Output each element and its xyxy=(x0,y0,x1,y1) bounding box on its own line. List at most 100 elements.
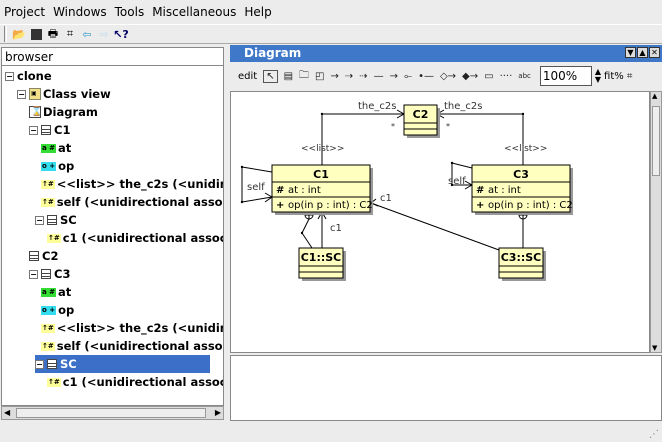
rel-icon: ↑# xyxy=(47,233,61,243)
tree-item[interactable]: −SC xyxy=(35,355,210,373)
minimize-button[interactable]: ▼ xyxy=(625,47,636,58)
edit-button[interactable]: edit xyxy=(238,70,258,82)
tree-item[interactable]: ↑#<<list>> the_c2s (<unidirectional asso… xyxy=(41,175,223,193)
collapse-icon[interactable]: − xyxy=(5,71,14,81)
directional-association-tool-icon[interactable]: → xyxy=(389,70,399,82)
maximize-button[interactable]: ▲ xyxy=(637,47,648,58)
composition-tool-icon[interactable]: •— xyxy=(418,70,434,82)
association-tool-icon[interactable]: — xyxy=(373,70,384,82)
directional-composition-tool-icon[interactable]: ◆→ xyxy=(462,70,479,82)
attribute[interactable]: at : int xyxy=(288,185,321,196)
collapse-icon[interactable]: − xyxy=(35,359,44,369)
tree-item[interactable]: o +op xyxy=(41,157,74,175)
collapse-icon[interactable]: − xyxy=(17,89,26,99)
self-assoc-c3[interactable] xyxy=(451,162,473,186)
self-assoc-c1[interactable] xyxy=(241,166,273,203)
tree-item-label: C3 xyxy=(54,267,71,281)
tree-item-label: at xyxy=(58,141,72,155)
close-button[interactable]: ✕ xyxy=(649,47,660,58)
back-icon[interactable]: ⇦ xyxy=(82,27,92,41)
role-the-c2s-c3[interactable]: the_c2s xyxy=(444,101,482,112)
tree-item[interactable]: −C1 xyxy=(29,121,70,139)
tree-item[interactable]: o +op xyxy=(41,301,74,319)
realization-tool-icon[interactable]: ⇢ xyxy=(344,70,354,82)
menu-miscellaneous[interactable]: Miscellaneous xyxy=(152,5,237,19)
collapse-icon[interactable]: − xyxy=(35,215,44,225)
operation[interactable]: op(in p : int) : C2 xyxy=(288,200,373,211)
tree-item[interactable]: ↑#c1 (<unidirectional association>) xyxy=(47,373,223,391)
op-icon: o + xyxy=(41,161,57,171)
tree-item[interactable]: ⌛Diagram xyxy=(29,103,98,121)
zoom-stepper[interactable]: ▲▼ xyxy=(594,67,602,84)
multiplicity-c1[interactable]: * xyxy=(391,122,395,131)
attr-visibility: # xyxy=(476,185,484,196)
attribute[interactable]: at : int xyxy=(488,185,521,196)
class-c2[interactable] xyxy=(403,104,438,136)
dependency-tool-icon[interactable]: ⇢ xyxy=(359,70,368,82)
forward-icon[interactable]: ⇨ xyxy=(99,27,109,41)
select-tool-icon[interactable]: ↖ xyxy=(263,69,278,83)
comment-area[interactable] xyxy=(230,355,662,421)
print-icon[interactable]: 🖶 xyxy=(47,26,59,40)
op-visibility: + xyxy=(276,200,284,211)
tree-item[interactable]: ↑#<<list>> the_c2s (<unidirectional asso… xyxy=(41,319,223,337)
tree-item[interactable]: a #at xyxy=(41,283,71,301)
fit-zoom-button[interactable]: fit% xyxy=(604,70,624,82)
zoom-field[interactable]: 100% xyxy=(539,66,592,86)
tree-item[interactable]: ↑#self (<unidirectional association>) xyxy=(41,337,223,355)
class-c1[interactable] xyxy=(271,164,371,213)
diagram-canvas[interactable]: the_c2s the_c2s * * <<list>> <<list>> se… xyxy=(230,91,650,353)
tree-item[interactable]: ↑#c1 (<unidirectional association>) xyxy=(47,229,223,247)
tree-item[interactable]: C2 xyxy=(29,247,58,265)
stereotype-c3[interactable]: <<list>> xyxy=(504,144,547,154)
role-c1-c3sc[interactable]: c1 xyxy=(380,193,392,204)
browser-horizontal-scrollbar[interactable]: ◀ ▶ xyxy=(1,406,224,420)
note-tool-icon[interactable]: ▭ xyxy=(484,70,494,82)
tree-item[interactable]: a #at xyxy=(41,139,71,157)
menu-help[interactable]: Help xyxy=(244,5,272,19)
generalisation-tool-icon[interactable]: → xyxy=(330,70,339,82)
save-icon[interactable] xyxy=(28,26,44,42)
class-c3[interactable] xyxy=(471,164,571,213)
directional-aggregation-tool-icon[interactable]: ◇→ xyxy=(439,70,457,82)
find-icon[interactable]: ⌗ xyxy=(66,27,74,40)
diagram-toolbar: edit ↖ ▤ 🗀 ◰ → ⇢ ⇢ — → ⟜ •— ◇→ ◆→ ▭ ····… xyxy=(232,63,662,89)
class-c1sc[interactable] xyxy=(298,247,344,279)
menu-windows[interactable]: Windows xyxy=(53,5,107,19)
whats-this-icon[interactable]: ↖? xyxy=(113,27,129,41)
menu-tools[interactable]: Tools xyxy=(114,5,145,19)
menu-project[interactable]: Project xyxy=(4,5,46,19)
fragment-tool-icon[interactable]: ◰ xyxy=(315,70,325,82)
tree-item[interactable]: −clone xyxy=(5,67,52,85)
stereotype-c1[interactable]: <<list>> xyxy=(301,144,344,154)
tree-item-label: c1 (<unidirectional association>) xyxy=(62,231,223,245)
tree-item[interactable]: − C3 xyxy=(29,265,70,283)
multiplicity-c3[interactable]: * xyxy=(446,122,450,131)
collapse-icon[interactable]: − xyxy=(29,125,38,135)
class-c3sc[interactable] xyxy=(498,247,544,279)
role-self-c1[interactable]: self xyxy=(247,182,265,193)
collapse-icon[interactable]: − xyxy=(29,269,38,279)
assoc-c3sc-c1[interactable] xyxy=(370,202,500,251)
nesting-link-c1-sc[interactable] xyxy=(301,218,313,249)
tree-item[interactable]: ↑#self (<unidirectional association>) xyxy=(41,193,223,211)
diagram-vertical-scrollbar[interactable]: ▲ ▼ xyxy=(650,91,662,353)
operation[interactable]: op(in p : int) : C2 xyxy=(488,200,573,211)
class-name: C3::SC xyxy=(501,251,542,264)
aggregation-tool-icon[interactable]: ⟜ xyxy=(404,70,413,82)
tree-item[interactable]: −SC xyxy=(35,211,77,229)
class-tool-icon[interactable]: ▤ xyxy=(283,70,294,82)
role-self-c3[interactable]: self xyxy=(448,176,466,187)
text-tool-icon[interactable]: abc xyxy=(518,72,531,80)
tree-item[interactable]: −▣Class view xyxy=(17,85,111,103)
anchor-tool-icon[interactable]: ···· xyxy=(499,70,513,82)
toolbar-handle[interactable] xyxy=(4,26,7,42)
package-tool-icon[interactable]: 🗀 xyxy=(299,69,310,81)
resize-grip-icon[interactable]: ⋰ xyxy=(649,429,659,440)
open-icon[interactable]: 📂 xyxy=(12,27,26,41)
diagram-icon: ⌛ xyxy=(29,106,43,118)
role-c1-sc[interactable]: c1 xyxy=(330,223,342,234)
optimal-window-size-icon[interactable]: ⌗ xyxy=(626,70,633,82)
role-the-c2s-c1[interactable]: the_c2s xyxy=(358,101,396,112)
